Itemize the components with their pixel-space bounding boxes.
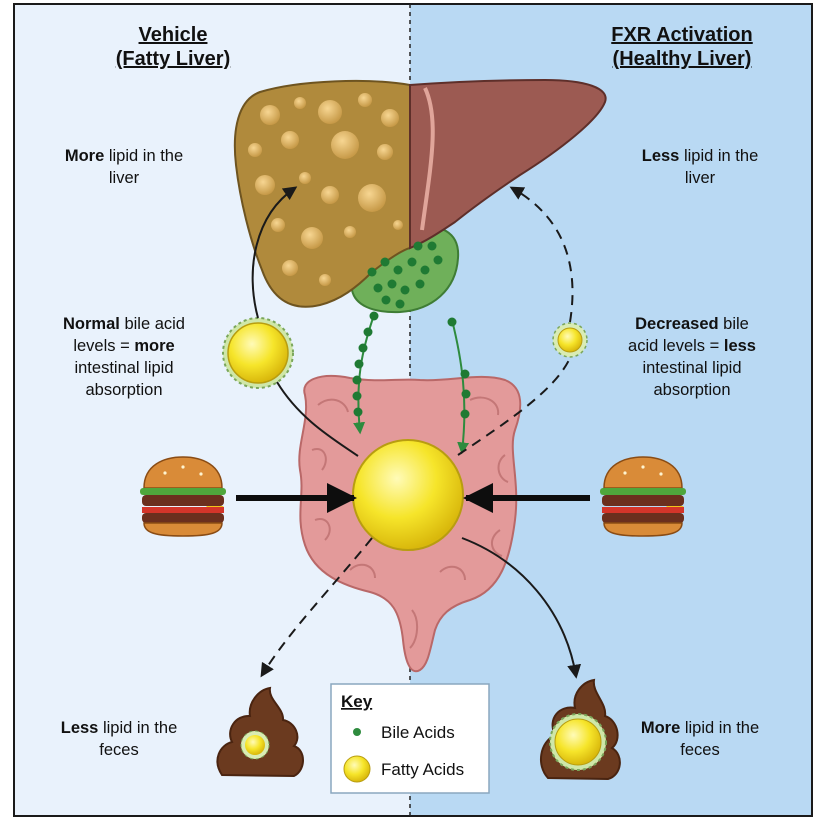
key-item-fatty-acids: Fatty Acids: [381, 760, 464, 779]
left-title-line2: (Fatty Liver): [116, 48, 230, 70]
right-fatty-acid-micelle: [553, 323, 587, 357]
key-title: Key: [341, 692, 373, 711]
fatty-acid-key-icon: [344, 756, 370, 782]
left-bile-text-line2: levels = more: [73, 337, 174, 355]
right-liver-text-line2: liver: [685, 169, 716, 187]
right-burger-icon: [600, 457, 686, 536]
right-feces-text-line1: More lipid in the: [641, 719, 759, 737]
right-feces-text-line2: feces: [680, 741, 719, 759]
left-title-line1: Vehicle: [139, 24, 208, 46]
left-fatty-acid-micelle: [223, 318, 293, 388]
right-title-line2: (Healthy Liver): [613, 48, 752, 70]
left-liver-text-line2: liver: [109, 169, 140, 187]
right-bile-text-line4: absorption: [653, 381, 730, 399]
right-liver-text-line1: Less lipid in the: [642, 147, 759, 165]
left-feces-text-line1: Less lipid in the: [61, 719, 178, 737]
bile-acid-key-icon: [353, 728, 361, 736]
left-burger-icon: [140, 457, 226, 536]
left-bile-text-line4: absorption: [85, 381, 162, 399]
right-bile-text-line2: acid levels = less: [628, 337, 756, 355]
left-feces-text-line2: feces: [99, 741, 138, 759]
right-title-line1: FXR Activation: [611, 24, 753, 46]
left-bile-text-line1: Normal bile acid: [63, 315, 185, 333]
left-bile-text-line3: intestinal lipid: [74, 359, 173, 377]
right-bile-text-line1: Decreased bile: [635, 315, 749, 333]
right-bile-text-line3: intestinal lipid: [642, 359, 741, 377]
left-liver-text-line1: More lipid in the: [65, 147, 183, 165]
central-fatty-acid: [353, 440, 463, 550]
key-legend: Key Bile Acids Fatty Acids: [331, 684, 489, 793]
key-item-bile-acids: Bile Acids: [381, 723, 455, 742]
